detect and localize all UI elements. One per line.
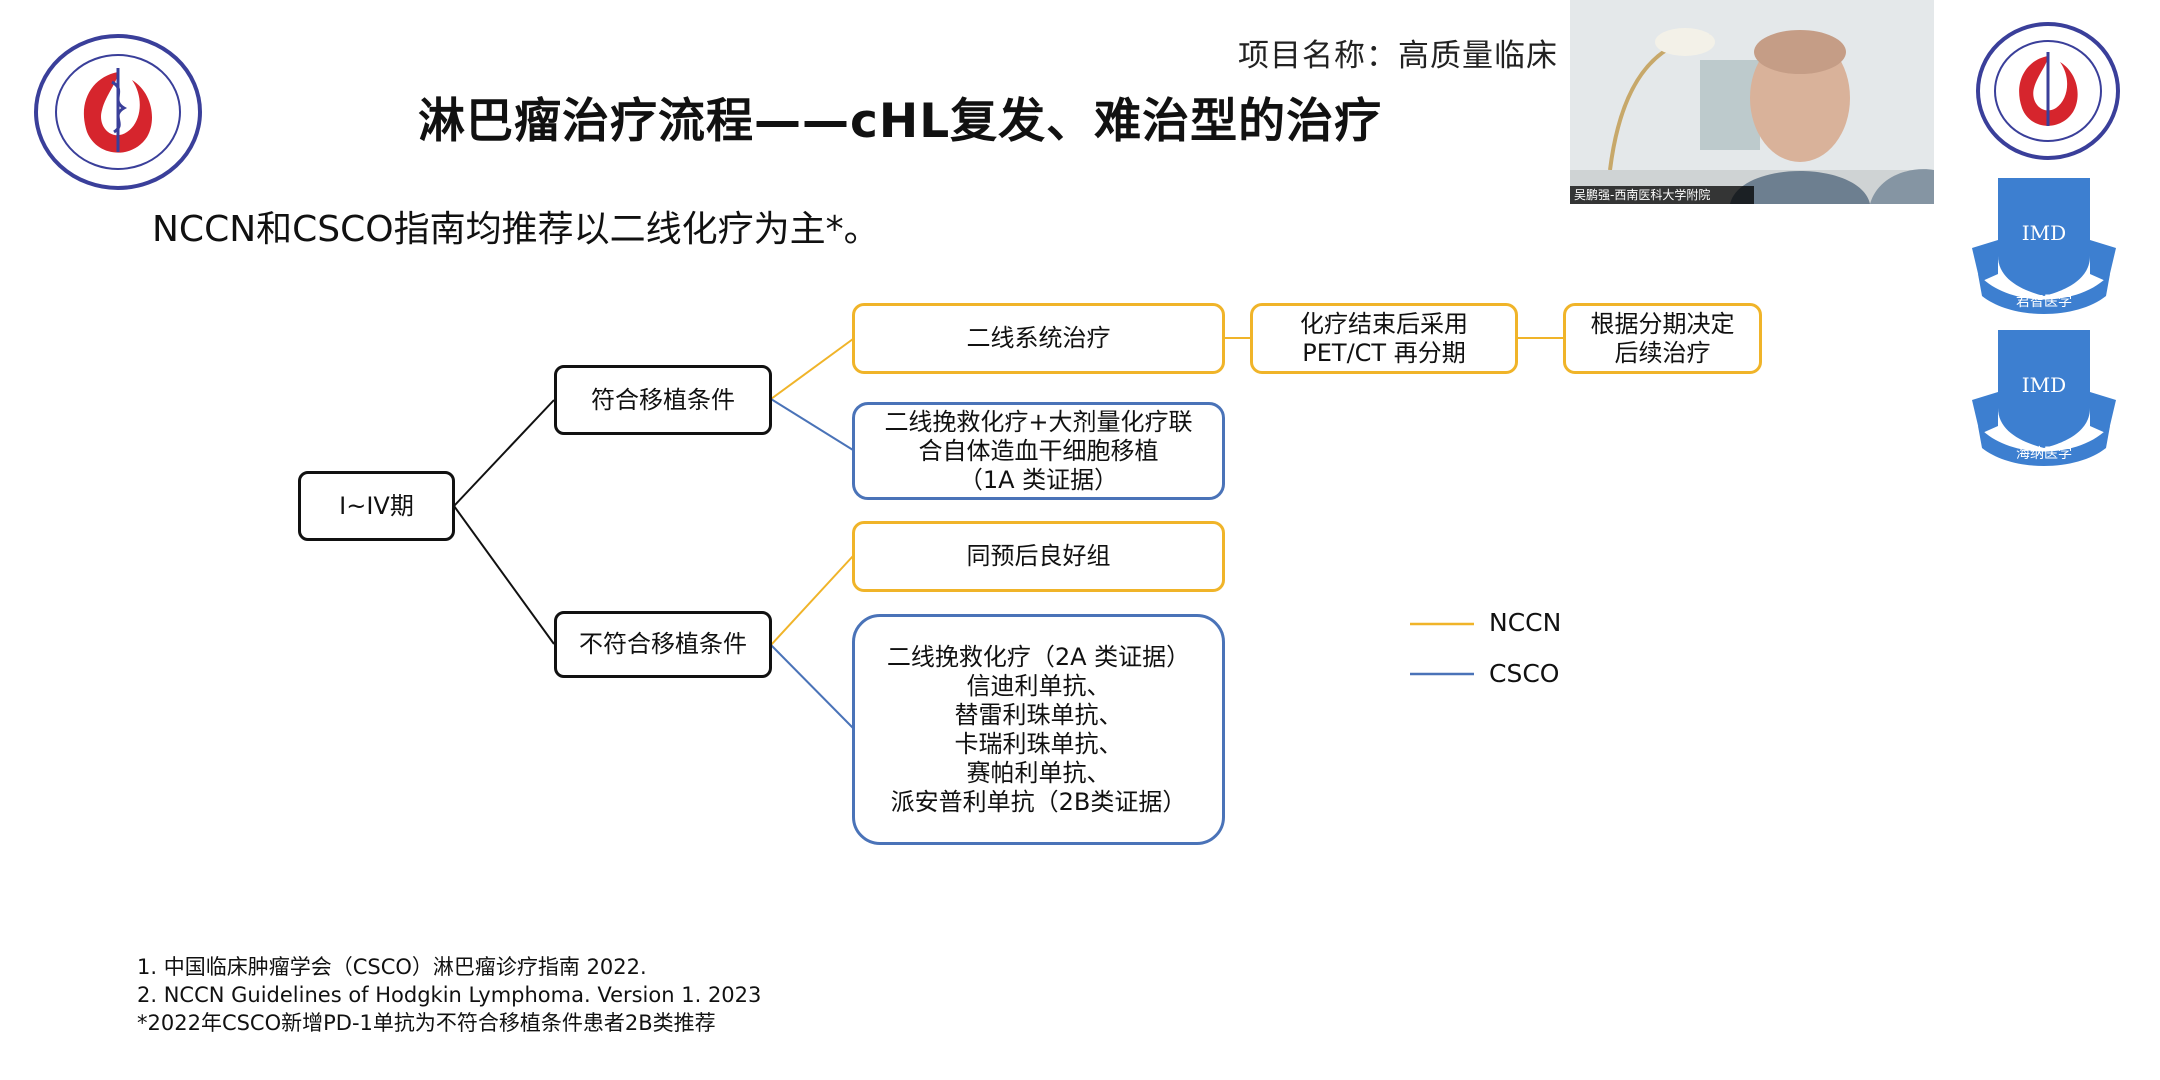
slide-subtitle: NCCN和CSCO指南均推荐以二线化疗为主*。 <box>152 209 880 250</box>
speaker-video[interactable]: 吴鹏强-西南医科大学附院 <box>1570 0 1934 204</box>
node-second-line-systemic: 二线系统治疗 <box>852 303 1225 374</box>
node-stage-root: I~IV期 <box>298 471 455 541</box>
svg-text:君智医学: 君智医学 <box>2016 294 2072 310</box>
node-transplant-eligible: 符合移植条件 <box>554 365 772 435</box>
slide-title: 淋巴瘤治疗流程——cHL复发、难治型的治疗 <box>418 94 1383 149</box>
svg-text:海纳医学: 海纳医学 <box>2016 446 2072 462</box>
node-good-prognosis: 同预后良好组 <box>852 521 1225 592</box>
connector-eligible-transplant-csco <box>770 398 854 451</box>
speaker-video-frame <box>1570 0 1934 204</box>
foundation-logo-right <box>1976 22 2120 160</box>
node-pet-ct-restage: 化疗结束后采用 PET/CT 再分期 <box>1250 303 1518 374</box>
node-subsequent-treatment: 根据分期决定 后续治疗 <box>1563 303 1762 374</box>
foundation-logo-left <box>34 34 202 190</box>
connector-ineligible-pd1-csco <box>770 644 854 729</box>
reference-note: *2022年CSCO新增PD-1单抗为不符合移植条件患者2B类推荐 <box>137 1011 716 1035</box>
connector-eligible-secondline-nccn <box>770 338 854 400</box>
svg-text:IMD: IMD <box>2022 221 2066 245</box>
node-transplant-ineligible: 不符合移植条件 <box>554 611 772 678</box>
node-salvage-pd1: 二线挽救化疗（2A 类证据） 信迪利单抗、 替雷利珠单抗、 卡瑞利珠单抗、 赛帕… <box>852 614 1225 845</box>
legend-label-csco: CSCO <box>1489 659 1560 688</box>
node-salvage-transplant: 二线挽救化疗+大剂量化疗联 合自体造血干细胞移植 （1A 类证据） <box>852 402 1225 500</box>
speaker-name-caption: 吴鹏强-西南医科大学附院 <box>1570 186 1754 204</box>
imd-badge-junzhi: IMD 君智医学 <box>1972 178 2116 314</box>
imd-badge-haina: IMD 海纳医学 <box>1972 330 2116 466</box>
references-block: 1. 中国临床肿瘤学会（CSCO）淋巴瘤诊疗指南 2022. 2. NCCN G… <box>137 953 761 1037</box>
connector-ineligible-goodprognosis-nccn <box>770 555 854 646</box>
connector-root-ineligible <box>453 505 555 645</box>
project-name-label: 项目名称：高质量临床 <box>1238 38 1558 74</box>
reference-2: 2. NCCN Guidelines of Hodgkin Lymphoma. … <box>137 983 762 1007</box>
svg-text:IMD: IMD <box>2022 373 2066 397</box>
legend-label-nccn: NCCN <box>1489 608 1562 637</box>
reference-1: 1. 中国临床肿瘤学会（CSCO）淋巴瘤诊疗指南 2022. <box>137 955 647 979</box>
connector-root-eligible <box>453 399 555 507</box>
